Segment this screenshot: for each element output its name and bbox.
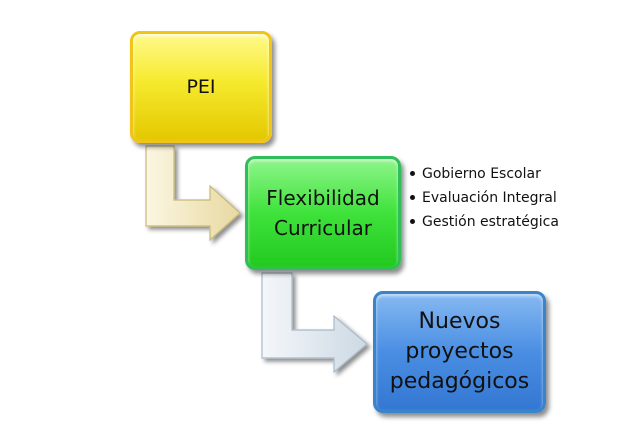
bullet-text: Evaluación Integral [422,190,557,206]
flexibilidad-curricular-box: Flexibilidad Curricular [245,156,401,270]
bullet-item: Gestión estratégica [410,210,559,234]
bullet-dot-icon [410,170,415,176]
pei-label: PEI [186,76,216,98]
bullet-item: Evaluación Integral [410,186,559,210]
bullet-item: Gobierno Escolar [410,162,559,186]
nuevos-proyectos-box: Nuevos proyectos pedagógicos [373,291,546,413]
arrow-pei-to-flexibilidad [145,145,241,242]
pei-box: PEI [130,31,272,143]
flexibilidad-curricular-label: Flexibilidad Curricular [266,186,380,240]
bullet-list: Gobierno Escolar Evaluación Integral Ges… [410,162,559,234]
nuevos-proyectos-label: Nuevos proyectos pedagógicos [389,309,530,394]
arrow-flexibilidad-to-nuevos [261,272,368,374]
bullet-dot-icon [410,218,415,224]
bullet-text: Gestión estratégica [422,214,559,230]
bullet-dot-icon [410,194,415,200]
bullet-text: Gobierno Escolar [422,166,541,182]
